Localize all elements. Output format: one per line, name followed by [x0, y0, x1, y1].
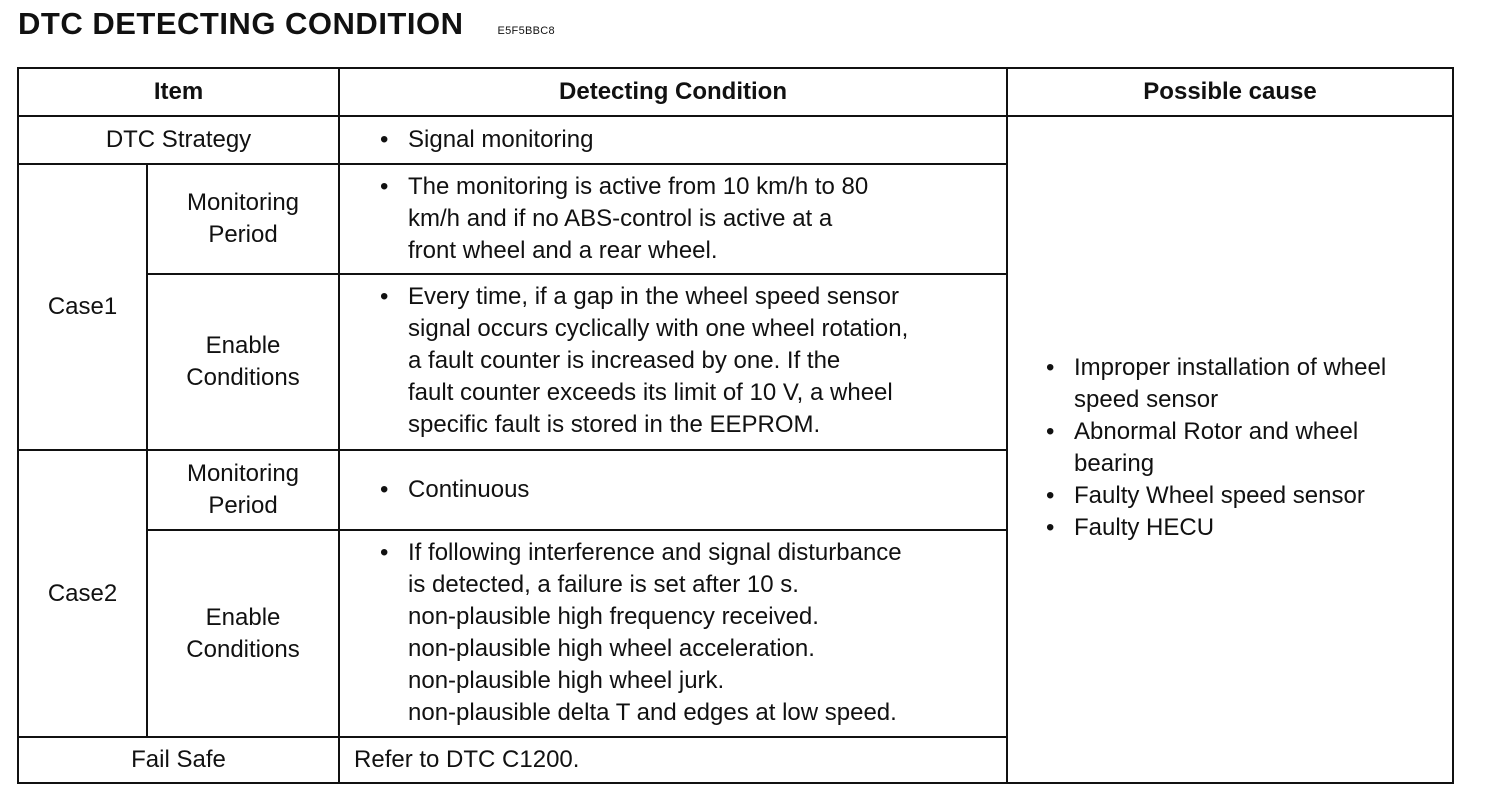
case2-monitoring-value-cell: Continuous — [338, 449, 1009, 531]
case1-label: Case1 — [17, 163, 148, 451]
case2-enable-value: If following interference and signal dis… — [338, 529, 1009, 738]
cause-item: Faulty HECU — [1042, 512, 1442, 544]
case2-label: Case2 — [17, 449, 148, 738]
case2-monitoring-value: Continuous — [376, 474, 996, 506]
page-title: DTC DETECTING CONDITION — [18, 6, 464, 41]
cause-item: Abnormal Rotor and wheel bearing — [1042, 416, 1442, 480]
strategy-value-cell: Signal monitoring — [338, 115, 1009, 165]
column-header-condition: Detecting Condition — [338, 67, 1009, 117]
header-row: Item Detecting Condition Possible cause — [16, 67, 1455, 117]
row-case1-monitoring: Case1 Monitoring Period The monitoring i… — [17, 163, 1453, 451]
row-case2-monitoring: Case2 Monitoring Period Continuous — [17, 449, 1453, 738]
case1-monitoring-label: Monitoring Period — [145, 163, 341, 275]
document-code: E5F5BBC8 — [497, 25, 555, 37]
title-row: DTC DETECTING CONDITION E5F5BBC8 — [18, 6, 555, 46]
fail-safe-label: Fail Safe — [16, 736, 341, 784]
row-fail-safe: Fail Safe Refer to DTC C1200. — [16, 736, 1453, 784]
case1-monitoring-value: The monitoring is active from 10 km/h to… — [338, 163, 1009, 275]
cause-item: Faulty Wheel speed sensor — [1042, 480, 1442, 512]
case1-enable-value: Every time, if a gap in the wheel speed … — [338, 273, 1009, 451]
possible-cause-cell: Improper installation of wheel speed sen… — [1006, 115, 1455, 784]
row-strategy: DTC Strategy Signal monitoring Improper … — [16, 115, 1455, 784]
dtc-condition-table: Item Detecting Condition Possible cause … — [16, 67, 1455, 784]
case1-enable-label: Enable Conditions — [145, 273, 341, 451]
column-header-cause: Possible cause — [1006, 67, 1455, 117]
column-header-item: Item — [16, 67, 341, 117]
cause-item: Improper installation of wheel speed sen… — [1042, 352, 1442, 416]
strategy-label: DTC Strategy — [16, 115, 341, 165]
case2-monitoring-label: Monitoring Period — [145, 449, 341, 531]
strategy-value: Signal monitoring — [376, 124, 996, 156]
row-case1-enable: Enable Conditions Every time, if a gap i… — [18, 273, 1453, 451]
row-case2-enable: Enable Conditions If following interfere… — [18, 529, 1453, 738]
fail-safe-value: Refer to DTC C1200. — [338, 736, 1009, 784]
case2-enable-label: Enable Conditions — [145, 529, 341, 738]
